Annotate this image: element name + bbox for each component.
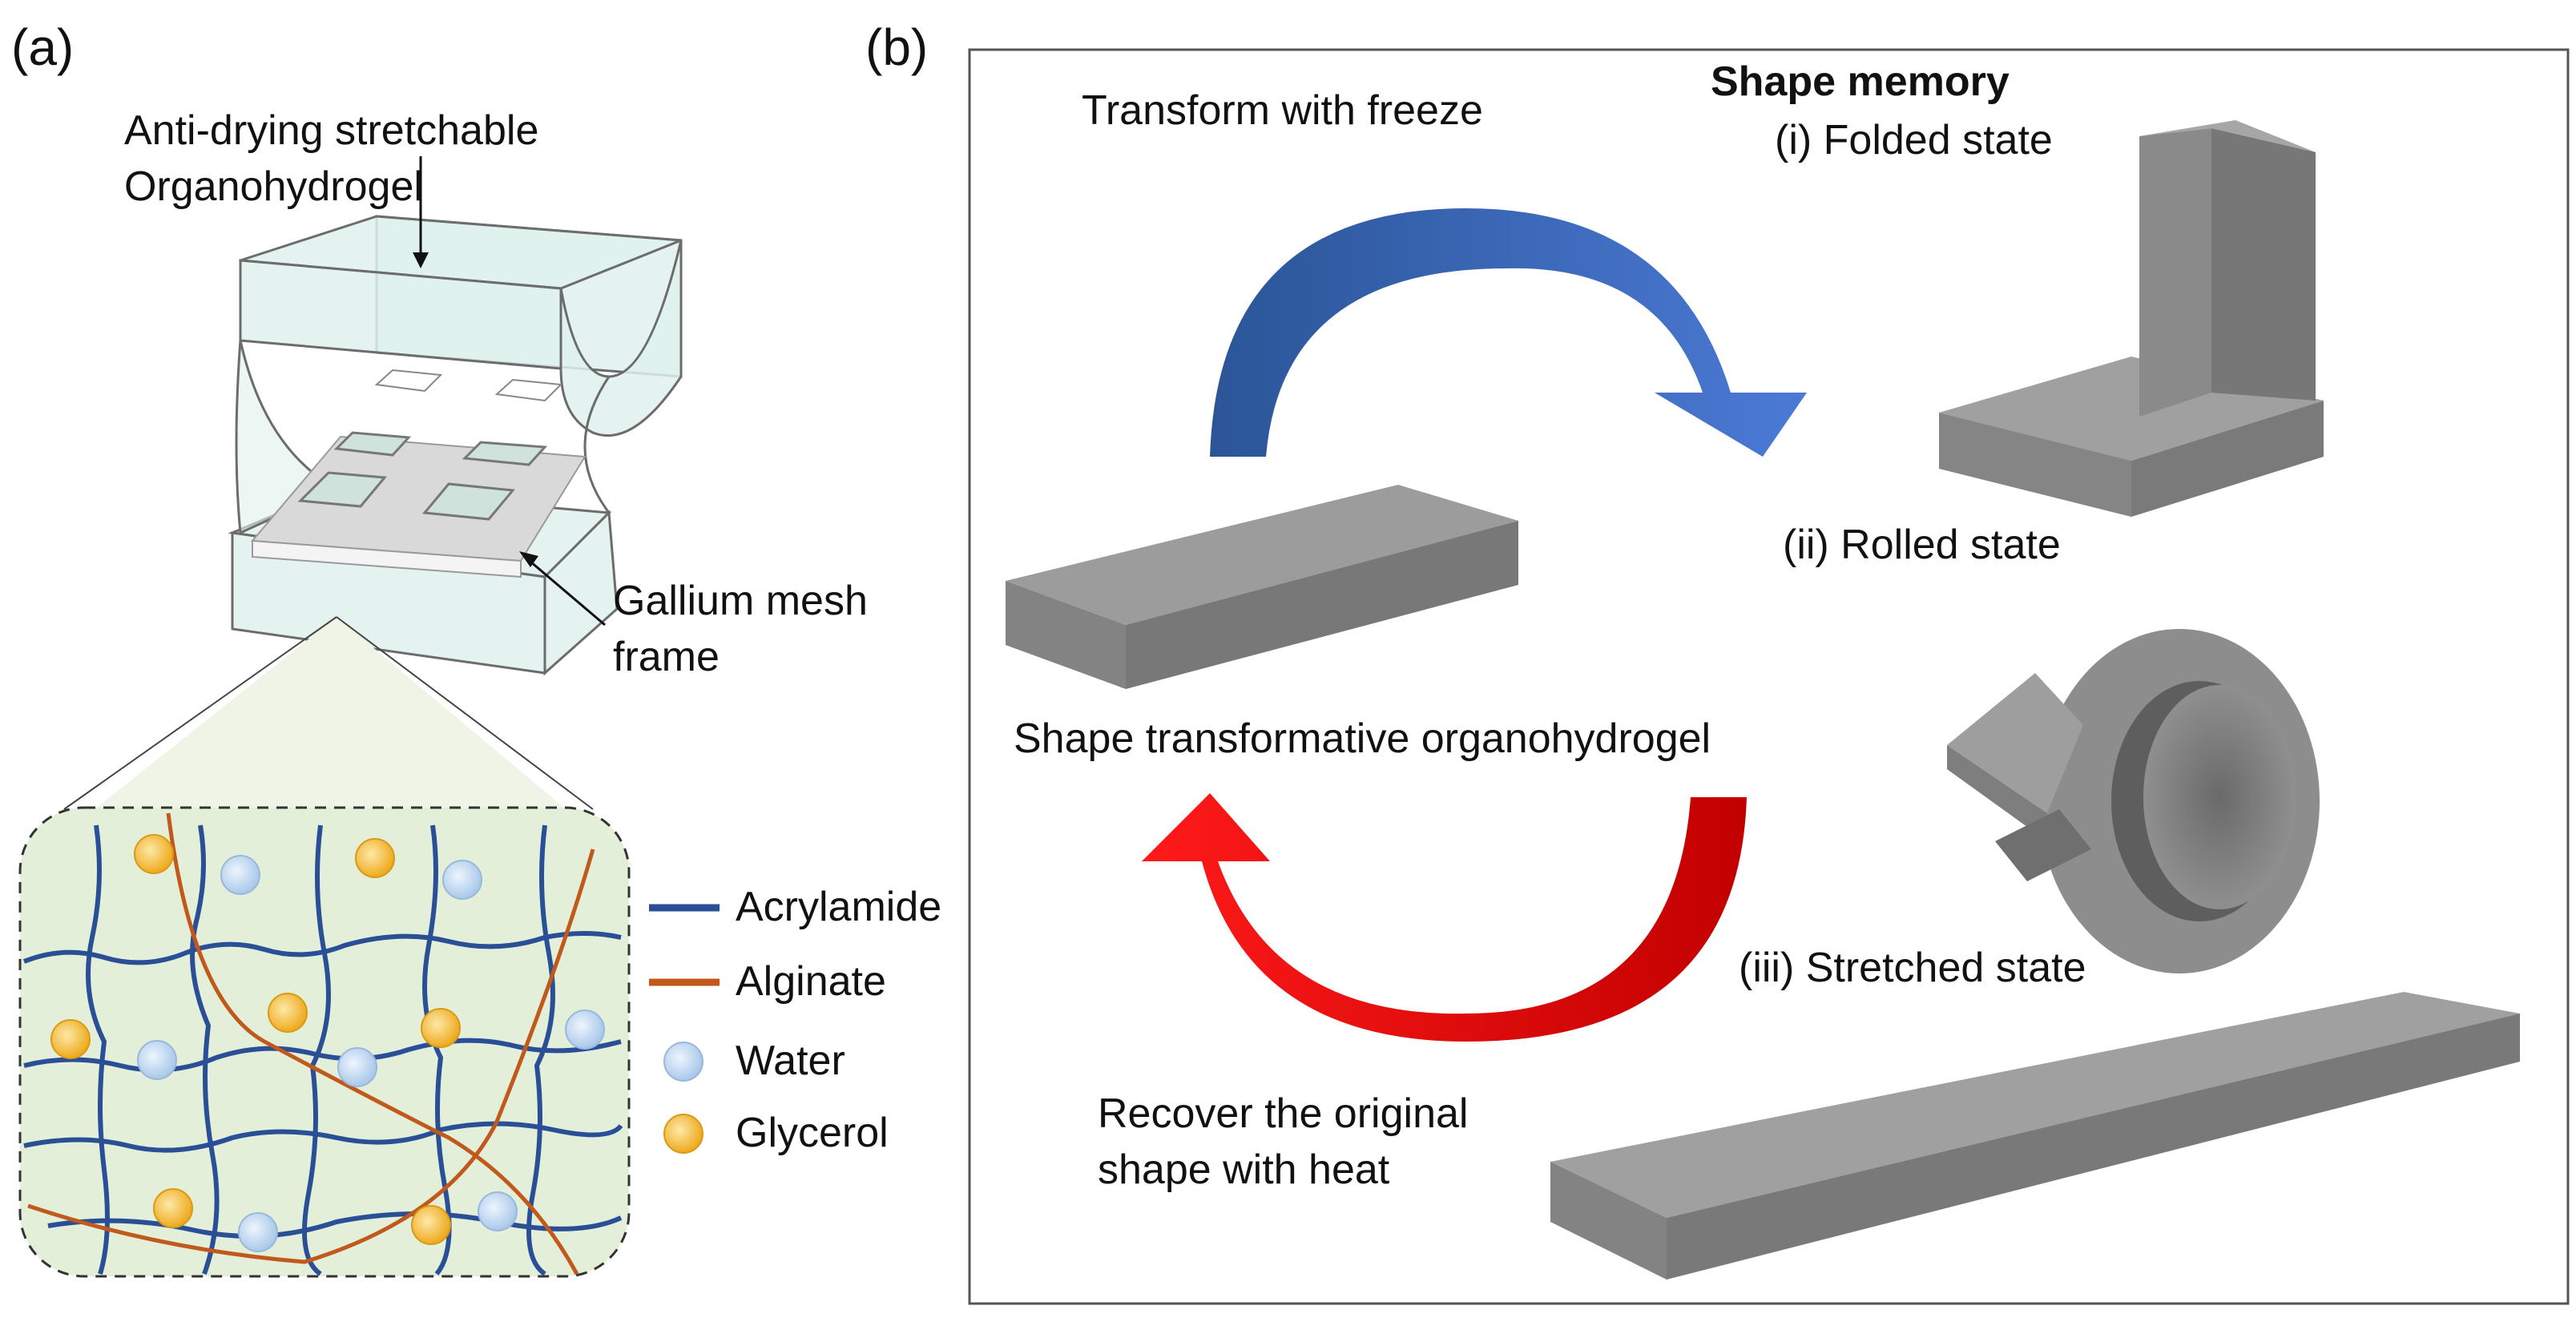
glycerol-molecules — [50, 834, 461, 1245]
organohydrogel-callout-line1: Anti-drying stretchable — [124, 107, 539, 154]
panel-b-graphics — [968, 48, 2570, 1305]
organohydrogel-callout-line2: Organohydrogel — [124, 163, 423, 210]
center-label: Shape transformative organohydrogel — [1014, 715, 1711, 762]
mesh-callout-line2: frame — [613, 634, 720, 680]
panel-a-graphics — [18, 156, 720, 1278]
legend-glycerol: Glycerol — [736, 1110, 889, 1156]
acrylamide-chains — [22, 824, 623, 1276]
water-molecules — [137, 855, 605, 1252]
freeze-arrow — [1210, 208, 1807, 457]
stretched-block — [1550, 992, 2520, 1280]
recover-label-line1: Recover the original — [1098, 1090, 1469, 1137]
mesh-callout-line1: Gallium mesh — [613, 578, 868, 624]
transform-label: Transform with freeze — [1082, 87, 1483, 134]
state-rolled-label: (ii) Rolled state — [1783, 522, 2061, 568]
rolled-block — [1947, 629, 2320, 973]
state-stretched-label: (iii) Stretched state — [1739, 945, 2086, 991]
panel-a-label: (a) — [11, 18, 75, 76]
panel-b-label: (b) — [865, 18, 929, 76]
heat-arrow — [1142, 793, 1747, 1042]
legend-water: Water — [736, 1038, 845, 1084]
legend-acrylamide: Acrylamide — [736, 884, 942, 930]
state-folded-label: (i) Folded state — [1775, 117, 2053, 163]
recover-label-line2: shape with heat — [1098, 1147, 1390, 1193]
alginate-chains — [27, 812, 595, 1276]
zoom-wedge — [24, 617, 633, 865]
callout-arrow-mesh — [524, 555, 606, 627]
gallium-mesh-frame — [250, 369, 587, 578]
legend-swatches — [649, 904, 720, 1154]
flat-block — [1006, 485, 1518, 689]
legend-alginate: Alginate — [736, 958, 886, 1005]
folded-block — [1939, 120, 2324, 517]
shape-memory-title: Shape memory — [1711, 58, 2010, 105]
polymer-network-inset — [18, 806, 631, 1278]
